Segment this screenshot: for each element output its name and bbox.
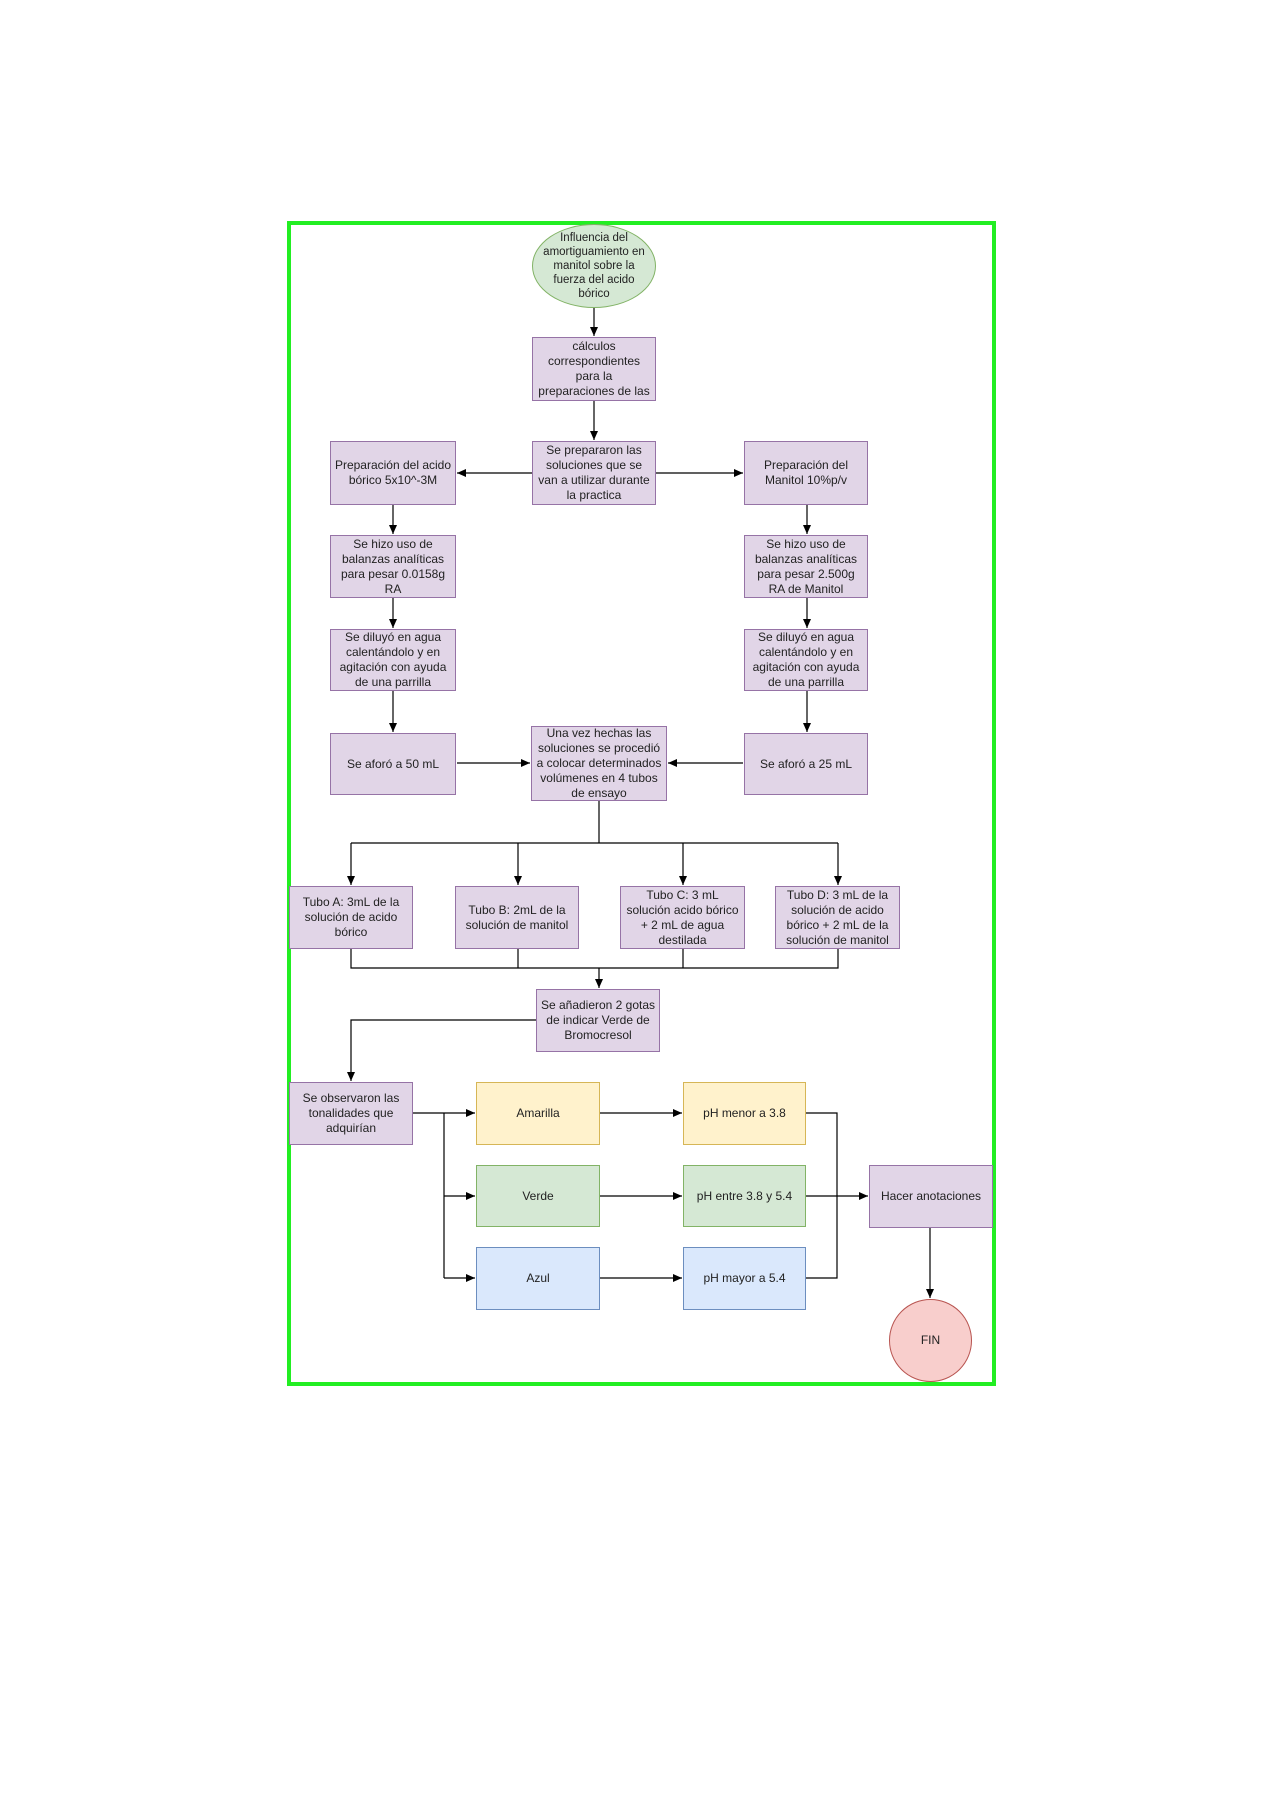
azul-label: Azul	[526, 1271, 550, 1285]
diluyo-acido-node: Se diluyó en agua calentándolo y en agit…	[330, 629, 456, 691]
balanza-acido-node: Se hizo uso de balanzas analíticas para …	[330, 535, 456, 598]
diagram-frame	[287, 221, 996, 1386]
soluciones-node: Se prepararon las soluciones que se van …	[532, 441, 656, 505]
tubo-d-node: Tubo D: 3 mL de la solución de acido bór…	[775, 886, 900, 949]
aforo-50-node: Se aforó a 50 mL	[330, 733, 456, 795]
ph-menor-node: pH menor a 3.8	[683, 1082, 806, 1145]
amarilla-label: Amarilla	[516, 1106, 560, 1120]
gotas-node: Se añadieron 2 gotas de indicar Verde de…	[536, 989, 660, 1052]
tubo-c-label: Tubo C: 3 mL solución acido bórico + 2 m…	[626, 887, 739, 947]
tubo-d-label: Tubo D: 3 mL de la solución de acido bór…	[786, 887, 889, 947]
observaron-label: Se observaron las tonalidades que adquir…	[302, 1091, 400, 1135]
calculos-node: Se realizaron cálculos correspondientes …	[532, 337, 656, 401]
aforo-25-label: Se aforó a 25 mL	[759, 756, 853, 771]
aforo-50-label: Se aforó a 50 mL	[346, 756, 440, 771]
ph-mayor-label: pH mayor a 5.4	[703, 1271, 786, 1285]
verde-label: Verde	[522, 1188, 554, 1203]
prep-manitol-node: Preparación del Manitol 10%p/v	[744, 441, 868, 505]
calculos-label: Se realizaron cálculos correspondientes …	[538, 339, 650, 400]
balanza-acido-label: Se hizo uso de balanzas analíticas para …	[340, 536, 446, 596]
start-label: Influencia del amortiguamiento en manito…	[543, 232, 645, 300]
ph-entre-label: pH entre 3.8 y 5.4	[696, 1188, 793, 1203]
fin-label: FIN	[920, 1333, 941, 1347]
fin-node: FIN	[889, 1299, 972, 1382]
balanza-manitol-node: Se hizo uso de balanzas analíticas para …	[744, 535, 868, 598]
prep-manitol-label: Preparación del Manitol 10%p/v	[763, 458, 849, 487]
gotas-label: Se añadieron 2 gotas de indicar Verde de…	[540, 998, 656, 1042]
ph-menor-label: pH menor a 3.8	[703, 1106, 786, 1120]
tubo-c-node: Tubo C: 3 mL solución acido bórico + 2 m…	[620, 886, 745, 949]
volumenes-label: Una vez hechas las soluciones se procedi…	[536, 726, 662, 800]
verde-node: Verde	[476, 1165, 600, 1227]
azul-node: Azul	[476, 1247, 600, 1310]
ph-mayor-node: pH mayor a 5.4	[683, 1247, 806, 1310]
soluciones-label: Se prepararon las soluciones que se van …	[538, 443, 650, 502]
start-node: Influencia del amortiguamiento en manito…	[532, 224, 656, 308]
tubo-b-label: Tubo B: 2mL de la solución de manitol	[465, 902, 569, 932]
balanza-manitol-label: Se hizo uso de balanzas analíticas para …	[754, 536, 858, 596]
volumenes-node: Una vez hechas las soluciones se procedi…	[531, 726, 667, 801]
anotaciones-node: Hacer anotaciones	[869, 1165, 993, 1228]
diluyo-acido-label: Se diluyó en agua calentándolo y en agit…	[339, 630, 447, 689]
ph-entre-node: pH entre 3.8 y 5.4	[683, 1165, 806, 1227]
tubo-a-label: Tubo A: 3mL de la solución de acido bóri…	[302, 895, 400, 939]
diluyo-manitol-label: Se diluyó en agua calentándolo y en agit…	[752, 630, 860, 689]
observaron-node: Se observaron las tonalidades que adquir…	[289, 1082, 413, 1145]
prep-acido-node: Preparación del acido bórico 5x10^-3M	[330, 441, 456, 505]
anotaciones-label: Hacer anotaciones	[880, 1189, 982, 1203]
amarilla-node: Amarilla	[476, 1082, 600, 1145]
aforo-25-node: Se aforó a 25 mL	[744, 733, 868, 795]
diluyo-manitol-node: Se diluyó en agua calentándolo y en agit…	[744, 629, 868, 691]
tubo-a-node: Tubo A: 3mL de la solución de acido bóri…	[289, 886, 413, 949]
tubo-b-node: Tubo B: 2mL de la solución de manitol	[455, 886, 579, 949]
prep-acido-label: Preparación del acido bórico 5x10^-3M	[334, 458, 452, 487]
